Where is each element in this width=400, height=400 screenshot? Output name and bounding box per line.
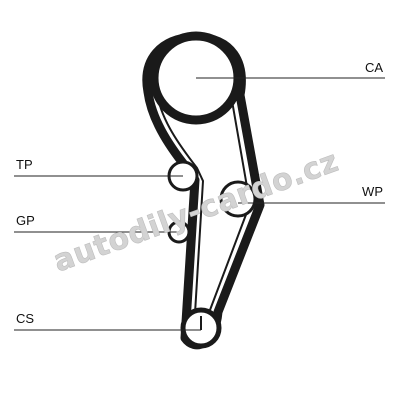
label-wp: WP — [362, 184, 383, 199]
water-pump-pulley — [219, 180, 257, 218]
label-ca: CA — [365, 60, 383, 75]
label-gp: GP — [16, 213, 35, 228]
label-cs: CS — [16, 311, 34, 326]
label-tp: TP — [16, 157, 33, 172]
watermark-text: autodily-cardo.cz — [49, 144, 343, 280]
